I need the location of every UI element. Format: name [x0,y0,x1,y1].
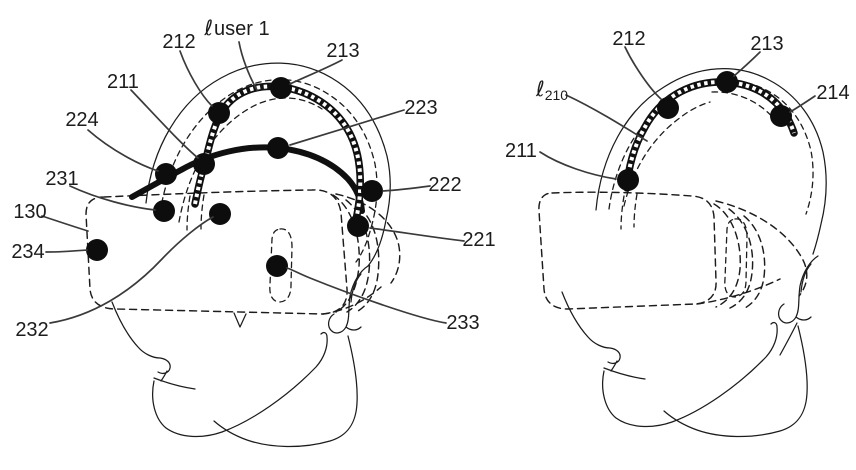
leader-222-left [382,185,431,192]
leader-211-right [539,151,617,180]
label-212-left: 212 [162,31,195,53]
philtrum-left [160,370,168,382]
hmd-box-right [538,191,717,310]
leader-212-right [624,46,662,100]
skull-dashed-arc-inner-left [178,97,323,223]
ear-inner-right [800,263,812,293]
electrode-212-right [657,97,679,119]
label-232-left: 232 [15,319,48,341]
chin-jaw-right [602,321,778,428]
electrode-212 [208,102,230,124]
label-221-left: 221 [462,229,495,251]
hmd-bottom-ext-left [322,286,382,315]
philtrum-right [610,360,618,372]
leader-231-left [69,185,156,211]
mouth-left [153,377,196,390]
label-222-left: 222 [428,174,461,196]
mouth-right [603,367,646,380]
hmd-slot-line2-left [200,194,205,230]
hmd-tab-left [233,312,247,328]
hmd-strap-arc3-left [357,206,380,312]
label-213-left: 213 [326,40,359,62]
leader-224-left [87,129,159,172]
leader-luser1-left [238,41,258,91]
label-210-right: ℓ210 [535,77,568,103]
hmd-strap-outer-right [715,200,808,297]
electrode-233 [266,255,288,277]
figure-right: 212 213 ℓ210 214 211 [505,28,850,438]
electrode-211-right [617,169,639,191]
hmd-box-left [85,189,348,315]
label-130-left: 130 [13,201,46,223]
leader-213-left [289,59,343,85]
hmd-slot-line1-left [186,195,191,231]
leader-213-right [733,51,761,77]
electrode-213-right [716,71,738,93]
leader-214-right [789,95,816,113]
skull-dashed-arc-inner-right [623,101,711,207]
hmd-strap-arc2-right [728,208,754,309]
neck-left [213,335,358,448]
electrode-232 [209,203,231,225]
electrode-223 [267,137,289,159]
electrode-234 [86,239,108,261]
electrode-band-210-right [623,78,798,192]
hmd-slot-line1-right [620,195,625,230]
leader-210-right [565,94,648,142]
label-211-left: 211 [107,71,139,93]
skull-outline-left [145,62,391,267]
ear-inner-left [350,273,362,303]
below-ear-right [779,322,798,356]
figure-left: 212 ℓuser 1 213 211 224 231 130 234 232 … [11,16,496,448]
label-214-right: 214 [816,82,849,104]
leader-211-left [130,89,199,159]
skull-dashed-arc-outer-right [608,79,814,215]
label-224-left: 224 [65,109,98,131]
hmd-strap-arc1-right [713,203,741,308]
hmd-inner-detail-left [269,228,293,303]
leader-234-left [45,249,88,253]
label-231-left: 231 [45,168,78,190]
ear-outline-right [778,255,819,324]
ear-lobe-left [345,326,362,331]
leader-212-left [179,50,213,107]
skull-outline-right [595,68,827,255]
hmd-strap-arc1-left [332,194,360,313]
electrode-221 [347,215,369,237]
label-223-left: 223 [404,97,437,119]
ear-lobe-right [795,316,812,321]
electrode-224 [155,163,177,185]
hmd-inner-detail-right [724,218,748,298]
nose-right [561,291,621,364]
label-luser1-left: ℓuser 1 [203,16,269,40]
leader-232-left [49,216,214,324]
leader-223-left [289,109,405,146]
skull-dashed-arc-outer-left [159,79,378,263]
leader-130-left [41,215,89,232]
hmd-slot-line2-right [633,193,638,228]
hmd-bottom-ext-right [696,278,781,305]
chin-jaw-left [152,331,328,438]
nose-left [111,301,171,374]
label-213-right: 213 [750,33,783,55]
leader-233-left [286,267,447,324]
label-234-left: 234 [11,241,44,263]
electrode-222 [361,180,383,202]
label-233-left: 233 [446,312,479,334]
electrode-231 [153,200,175,222]
label-212-right: 212 [612,28,645,50]
electrode-214-right [770,105,792,127]
label-211-right: 211 [505,140,537,162]
electrode-213 [270,77,292,99]
hmd-strap-arc3-right [743,215,766,309]
neck-right [663,325,808,438]
leader-221-left [369,227,465,242]
